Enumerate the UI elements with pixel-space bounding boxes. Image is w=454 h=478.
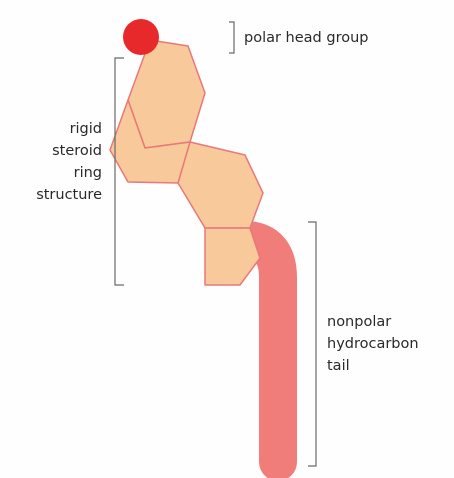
steroid-label-rigid: rigid: [70, 118, 102, 140]
tail-bracket: [308, 222, 316, 466]
tail-label-nonpolar: nonpolar: [327, 311, 391, 333]
tail-label-tail: tail: [327, 355, 350, 377]
steroid-rings: [110, 40, 263, 285]
ring-d: [205, 228, 260, 285]
steroid-label-structure: structure: [36, 184, 102, 206]
head-label: polar head group: [244, 27, 368, 49]
tail-label-hydrocarbon: hydrocarbon: [327, 333, 419, 355]
steroid-label-steroid: steroid: [52, 140, 102, 162]
head-bracket: [229, 22, 234, 53]
steroid-label-ring: ring: [74, 162, 102, 184]
ring-c: [178, 142, 263, 228]
polar-head-circle: [123, 19, 159, 55]
